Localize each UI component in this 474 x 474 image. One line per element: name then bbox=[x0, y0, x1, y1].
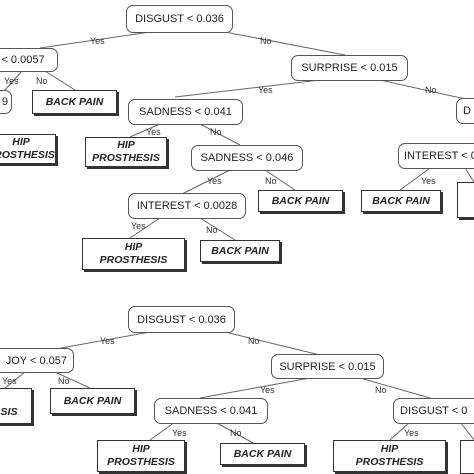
t1-sadness1-no-label: No bbox=[210, 127, 222, 137]
t1-sadness1-yes-leaf-line1: HIP bbox=[117, 139, 135, 151]
t1-left-no-leaf: BACK PAIN bbox=[32, 90, 117, 114]
t1-interest2-yes-label: Yes bbox=[421, 176, 436, 186]
t1-sadness2-node: SADNESS < 0.046 bbox=[191, 145, 303, 171]
t2-disgust2-node: DISGUST < 0 bbox=[393, 398, 474, 424]
t2-sadness-no-label: No bbox=[230, 428, 242, 438]
t2-surprise-node: SURPRISE < 0.015 bbox=[271, 354, 384, 379]
edge-t1-surprise-right bbox=[379, 79, 471, 101]
t2-left-yes-leaf-text: SIS bbox=[0, 406, 18, 418]
edge-t1-sad1-no bbox=[199, 123, 241, 146]
edge-t1-int2-yes bbox=[399, 167, 431, 191]
t1-sadness1-yes-leaf: HIP PROSTHESIS bbox=[85, 137, 167, 167]
t2-root-no-label: No bbox=[248, 336, 260, 346]
t2-left-split-node: JOY < 0.057 bbox=[0, 348, 74, 373]
t1-left-partial-node: 9 bbox=[0, 90, 12, 114]
t2-disgust2-yes-label: Yes bbox=[404, 428, 419, 438]
t2-surprise-yes-label: Yes bbox=[260, 385, 275, 395]
t1-left-yes-label: Yes bbox=[4, 76, 19, 86]
t2-sadness-yes-leaf-line2: PROSTHESIS bbox=[107, 456, 175, 468]
t2-sadness-yes-leaf-line1: HIP bbox=[132, 443, 150, 455]
t2-disgust2-yes-leaf: HIP PROSTHESIS bbox=[333, 440, 446, 472]
t1-sadness2-no-label: No bbox=[265, 176, 277, 186]
t2-sadness-no-leaf: BACK PAIN bbox=[220, 443, 305, 465]
edge-t2-left-no bbox=[54, 371, 91, 389]
t1-sadness1-node: SADNESS < 0.041 bbox=[128, 99, 243, 125]
t1-interest-no-label: No bbox=[206, 225, 218, 235]
t2-disgust2-no-leaf bbox=[460, 440, 474, 474]
t2-disgust2-yes-leaf-line1: HIP bbox=[380, 443, 399, 455]
t2-left-yes-label: Yes bbox=[2, 376, 17, 386]
t1-left-no-label: No bbox=[36, 76, 48, 86]
edge-t2-root-left bbox=[49, 331, 151, 351]
t2-sadness-node: SADNESS < 0.041 bbox=[154, 398, 268, 424]
edge-t2-dis2-no bbox=[459, 421, 474, 441]
t1-surprise-node: SURPRISE < 0.015 bbox=[291, 55, 408, 81]
t1-left-split-node: < 0.0057 bbox=[0, 48, 58, 72]
t1-sadness2-no-leaf: BACK PAIN bbox=[258, 190, 343, 212]
t2-surprise-no-label: No bbox=[375, 385, 387, 395]
t2-sadness-yes-label: Yes bbox=[172, 428, 187, 438]
edge-t1-surprise-left bbox=[174, 79, 321, 98]
t2-root-yes-label: Yes bbox=[100, 336, 115, 346]
edge-t2-root-right bbox=[224, 331, 321, 356]
t1-interest-yes-leaf-line2: PROSTHESIS bbox=[99, 254, 168, 266]
t1-surprise-no-label: No bbox=[425, 85, 437, 95]
edge-t2-left-yes bbox=[4, 371, 26, 389]
t1-far-right-partial-node: D bbox=[456, 98, 474, 124]
t2-root-node: DISGUST < 0.036 bbox=[128, 306, 235, 333]
t2-left-no-leaf: BACK PAIN bbox=[50, 388, 135, 414]
edge-t2-surprise-right bbox=[359, 377, 431, 399]
t1-root-node: DISGUST < 0.036 bbox=[126, 5, 233, 33]
t2-sadness-yes-leaf: HIP PROSTHESIS bbox=[97, 440, 185, 472]
t1-interest-node: INTEREST < 0.0028 bbox=[128, 193, 246, 219]
t1-sadness1-yes-label: Yes bbox=[146, 127, 161, 137]
edge-t1-root-left bbox=[39, 31, 151, 49]
t1-sadness1-yes-leaf-line2: PROSTHESIS bbox=[92, 152, 160, 164]
t1-interest2-yes-leaf: BACK PAIN bbox=[361, 190, 441, 212]
t1-left-yes-leaf: HIP PROSTHESIS bbox=[0, 134, 56, 164]
t1-interest2-node: INTEREST < 0 bbox=[398, 143, 474, 169]
t1-sadness2-yes-label: Yes bbox=[207, 176, 222, 186]
t1-left-yes-leaf-line1: HIP bbox=[12, 136, 30, 148]
t1-interest-yes-leaf: HIP PROSTHESIS bbox=[82, 238, 185, 270]
edge-t1-left-yes bbox=[4, 70, 23, 91]
edge-t1-left-no bbox=[44, 70, 76, 91]
edge-t2-surprise-left bbox=[199, 377, 311, 399]
t1-surprise-yes-label: Yes bbox=[258, 85, 273, 95]
edge-t1-int2-no bbox=[464, 167, 474, 183]
edge-t2-sad-yes bbox=[149, 421, 176, 441]
t1-left-yes-leaf-line2: PROSTHESIS bbox=[0, 149, 55, 161]
edge-t2-dis2-yes bbox=[389, 421, 411, 441]
t2-left-yes-leaf: SIS bbox=[0, 388, 32, 424]
t1-root-no-label: No bbox=[260, 36, 272, 46]
edge-t1-sad2-yes bbox=[179, 169, 231, 196]
edge-t1-sad2-no bbox=[264, 169, 296, 191]
t1-interest-yes-leaf-line1: HIP bbox=[124, 241, 143, 253]
t2-disgust2-yes-leaf-line2: PROSTHESIS bbox=[355, 456, 424, 468]
edge-t2-sad-no bbox=[214, 421, 256, 445]
t1-root-yes-label: Yes bbox=[90, 36, 105, 46]
t1-interest-no-leaf: BACK PAIN bbox=[200, 240, 280, 262]
edge-t1-int-no bbox=[199, 217, 236, 241]
edge-t1-int-yes bbox=[129, 217, 161, 239]
t1-interest-yes-label: Yes bbox=[131, 221, 146, 231]
t2-left-no-label: No bbox=[58, 376, 70, 386]
t1-interest2-no-leaf bbox=[457, 182, 474, 218]
edge-t1-sad1-yes bbox=[129, 123, 161, 138]
edge-t1-root-right bbox=[224, 31, 346, 56]
